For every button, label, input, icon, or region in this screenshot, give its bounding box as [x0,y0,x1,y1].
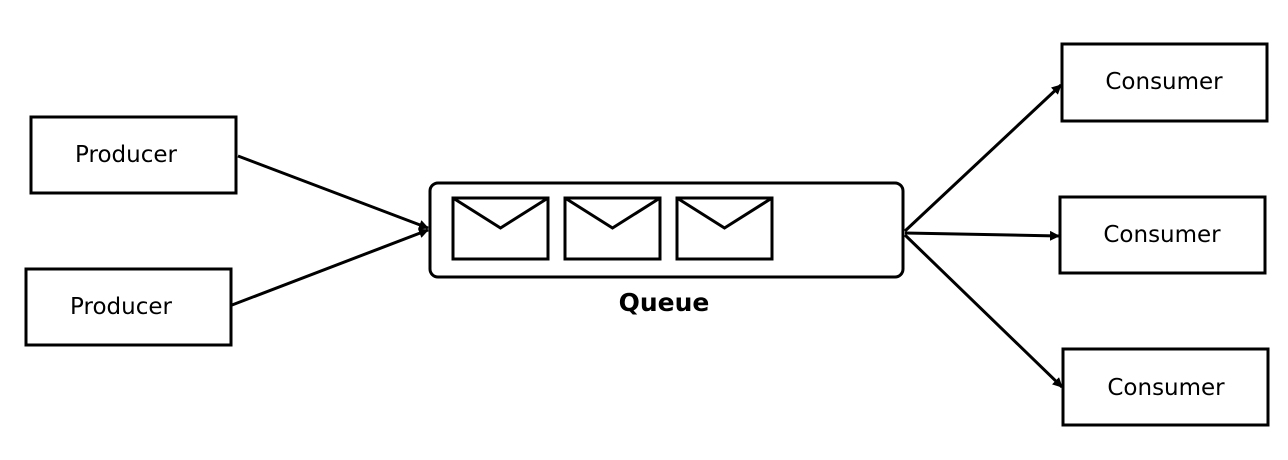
producer-to-queue-arrow [237,154,429,230]
queue-label: Queue [619,288,710,317]
consumer-node: Consumer [1058,195,1267,275]
envelope-icon [563,196,662,261]
queue-node [428,181,905,279]
queue-to-consumer-arrow [904,230,1060,241]
queue-to-consumer-arrow [903,83,1063,233]
producer-node: Producer [24,267,233,347]
envelope-icon [675,196,774,261]
producer-to-queue-arrow [231,228,429,307]
envelope-icon [451,196,550,261]
consumer-node: Consumer [1060,42,1269,123]
consumer-label: Consumer [1103,222,1221,248]
consumer-label: Consumer [1107,375,1225,401]
producer-node: Producer [29,115,238,195]
producer-label: Producer [75,142,177,168]
producer-label: Producer [70,294,172,320]
consumer-node: Consumer [1061,347,1270,427]
queue-to-consumer-arrow [903,233,1064,389]
consumer-label: Consumer [1105,69,1223,95]
